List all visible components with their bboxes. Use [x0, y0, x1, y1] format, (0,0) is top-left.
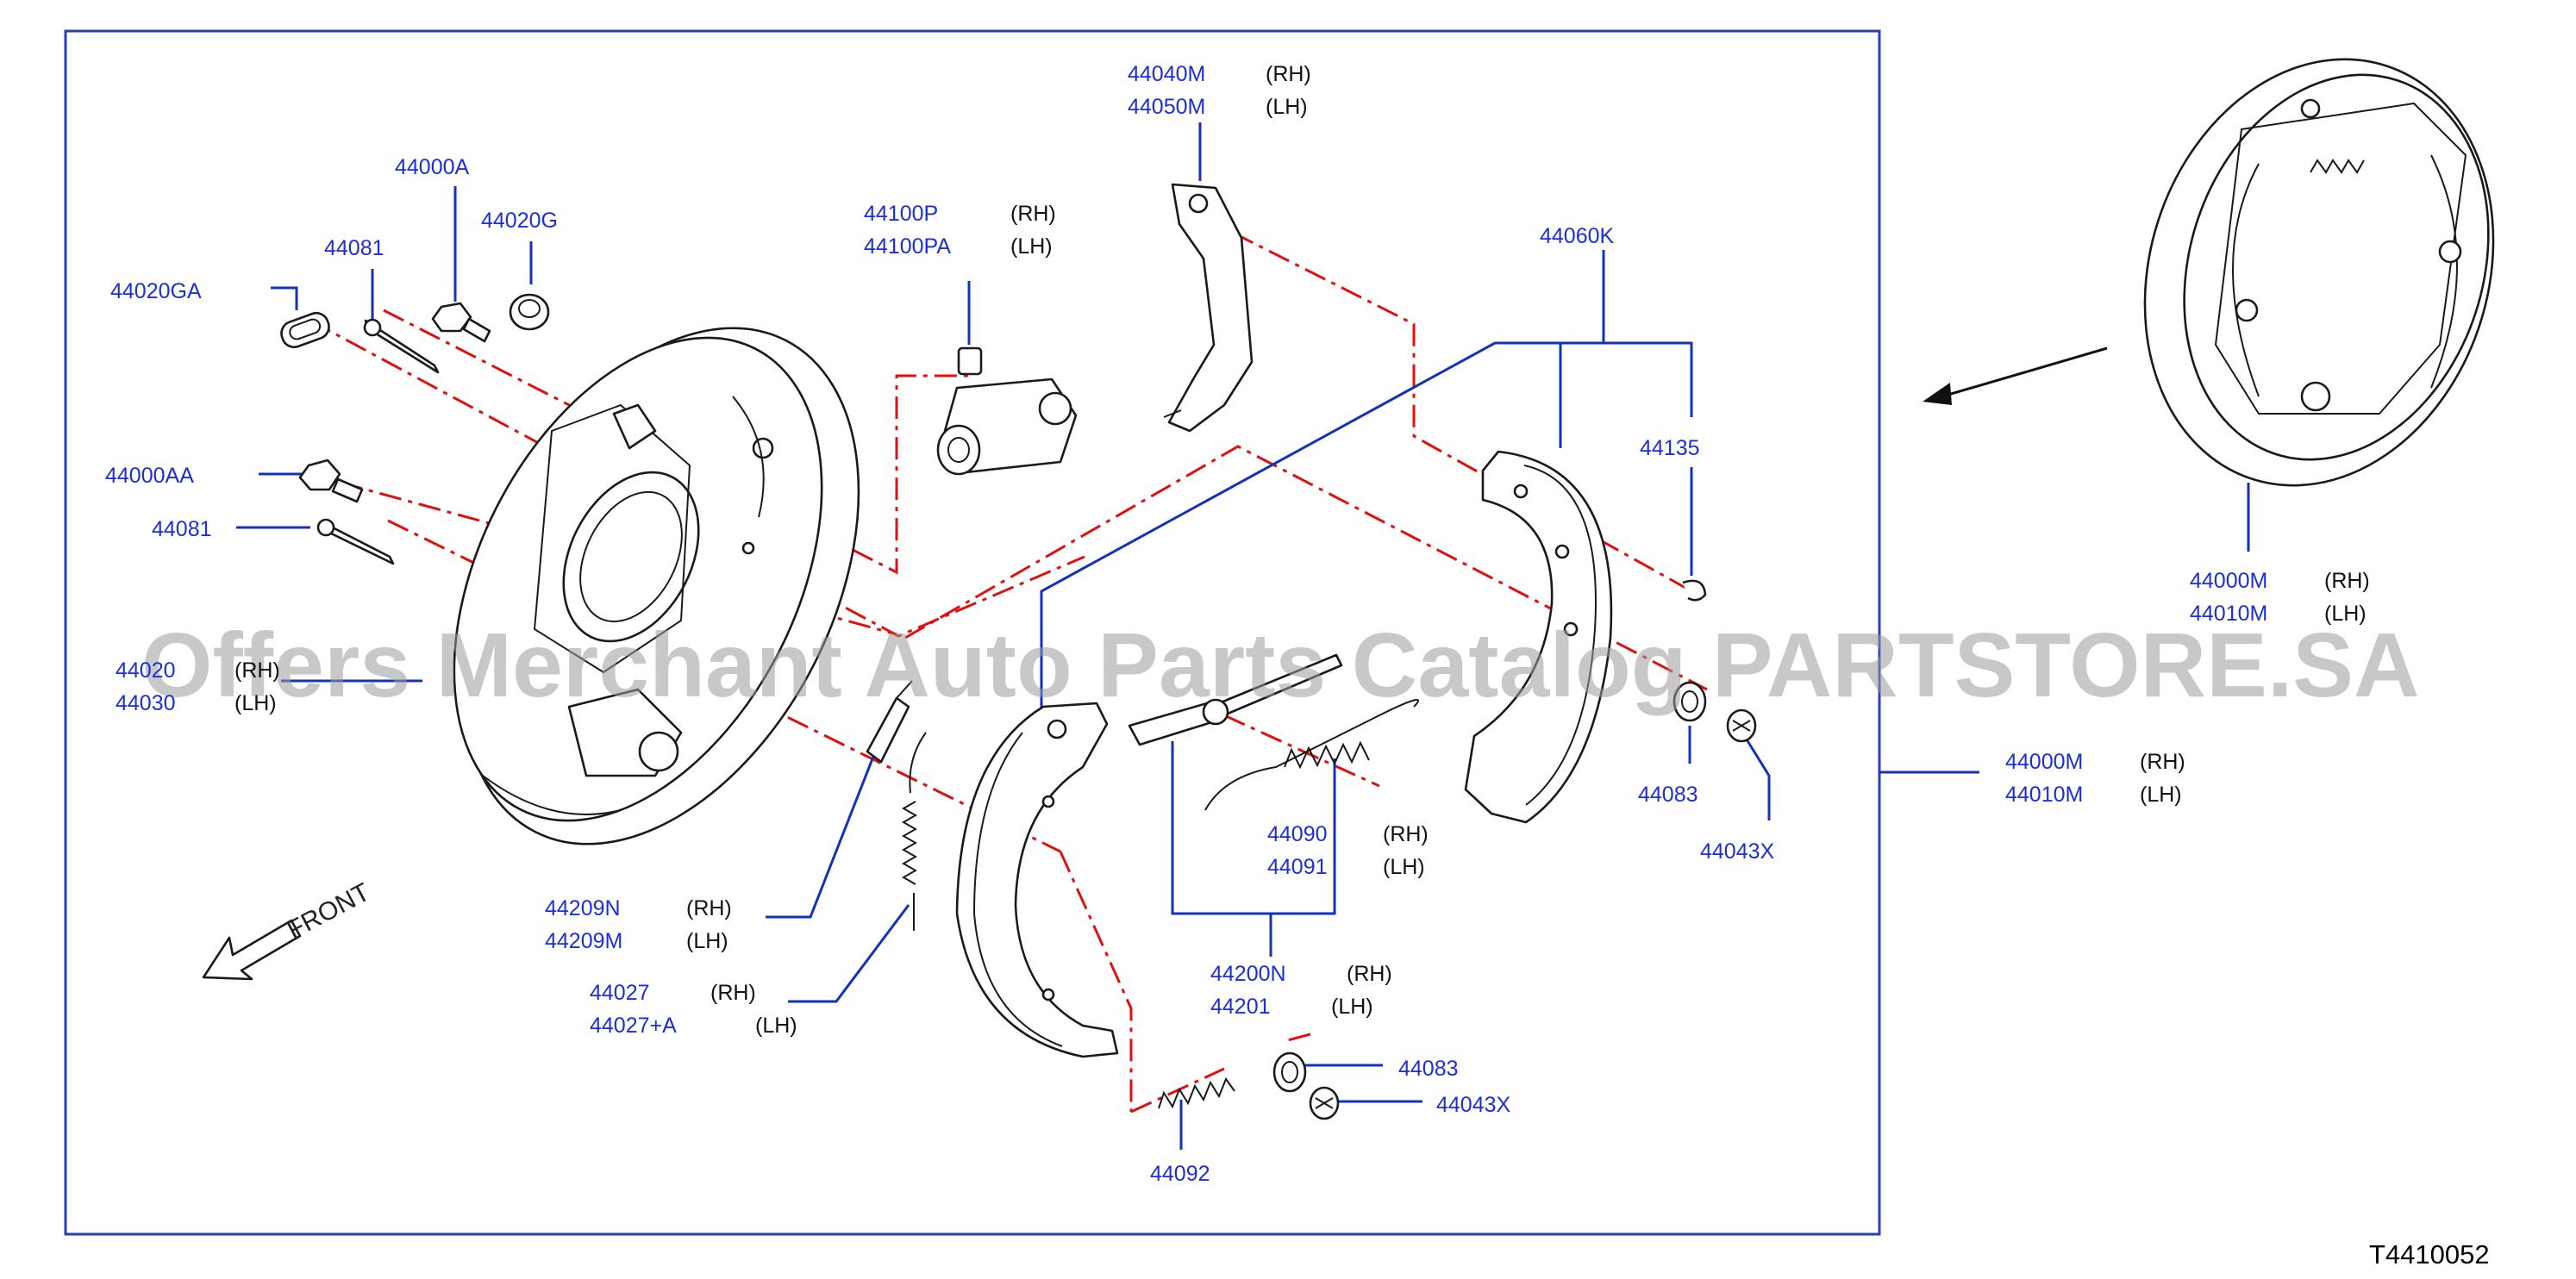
part-number-44092[interactable]: 44092 — [1150, 1162, 1210, 1186]
part-number-44060k[interactable]: 44060K — [1540, 224, 1615, 248]
part-number-44081-top[interactable]: 44081 — [324, 236, 385, 260]
brake-shoe-left-drawing — [955, 702, 1119, 1058]
part-number-44000m-assembly[interactable]: 44000M — [2005, 750, 2083, 774]
front-direction-arrow-icon — [202, 919, 302, 981]
part-number-44091[interactable]: 44091 — [1267, 855, 1328, 879]
part-number-44043x-right[interactable]: 44043X — [1700, 839, 1775, 864]
part-number-44030[interactable]: 44030 — [116, 691, 176, 715]
side-44200n: (RH) — [1347, 962, 1392, 986]
part-number-44010m-assembly[interactable]: 44010M — [2005, 783, 2083, 807]
part-number-44100pa[interactable]: 44100PA — [864, 234, 951, 259]
diagram-frame — [64, 29, 1881, 1236]
part-number-44200n[interactable]: 44200N — [1210, 962, 1286, 986]
part-number-44040m[interactable]: 44040M — [1128, 62, 1205, 86]
side-44027a: (LH) — [755, 1014, 797, 1038]
part-number-44000a[interactable]: 44000A — [395, 155, 470, 179]
part-number-44100p[interactable]: 44100P — [864, 202, 938, 226]
side-44050m: (LH) — [1266, 95, 1308, 119]
backing-plate-drawing — [453, 327, 860, 845]
front-label: FRONT — [283, 878, 375, 945]
part-number-44020[interactable]: 44020 — [116, 658, 176, 683]
part-number-44135[interactable]: 44135 — [1640, 436, 1700, 460]
part-number-44020ga[interactable]: 44020GA — [110, 279, 202, 303]
spring-44083-right-drawing — [1673, 681, 1707, 722]
part-number-44209m[interactable]: 44209M — [545, 929, 622, 953]
brake-shoe-right-drawing — [1464, 450, 1613, 824]
cap-44020g-drawing — [509, 293, 550, 331]
reference-code: T4410052 — [2369, 1239, 2490, 1270]
side-44000m-assembly: (RH) — [2140, 750, 2185, 774]
side-44091: (LH) — [1383, 855, 1425, 879]
part-number-44083-right[interactable]: 44083 — [1638, 783, 1698, 807]
clip-44135-drawing — [1682, 579, 1707, 602]
side-44209n: (RH) — [686, 896, 732, 920]
part-number-44000m-inset[interactable]: 44000M — [2190, 569, 2267, 593]
spring-44092-drawing — [1158, 1076, 1235, 1109]
side-44090: (RH) — [1383, 822, 1429, 846]
part-number-44043x-bottom[interactable]: 44043X — [1436, 1093, 1511, 1117]
side-44100p: (RH) — [1010, 202, 1056, 226]
part-number-44050m[interactable]: 44050M — [1128, 95, 1205, 119]
part-number-44081-mid[interactable]: 44081 — [152, 517, 212, 541]
bolt-44081-mid-drawing — [316, 518, 395, 565]
wheel-cylinder-drawing — [936, 346, 1078, 476]
assembled-brake-inset-drawing — [2143, 58, 2495, 487]
part-number-44000aa[interactable]: 44000AA — [105, 464, 194, 488]
part-number-44010m-inset[interactable]: 44010M — [2190, 602, 2267, 626]
part-number-44201[interactable]: 44201 — [1210, 995, 1271, 1019]
side-44020: (RH) — [234, 658, 280, 683]
side-44040m: (RH) — [1266, 62, 1311, 86]
side-44027: (RH) — [710, 981, 756, 1005]
spring-44027-drawing — [901, 732, 927, 931]
part-number-44090[interactable]: 44090 — [1267, 822, 1328, 846]
side-44030: (LH) — [234, 691, 277, 715]
side-44010m-inset: (LH) — [2324, 602, 2367, 626]
part-number-44083-bottom[interactable]: 44083 — [1398, 1057, 1459, 1081]
spring-44083-bottom-drawing — [1272, 1051, 1307, 1093]
watermark: Offers Merchant Auto Parts Catalog PARTS… — [141, 615, 2420, 716]
cap-44043x-bottom-drawing — [1309, 1086, 1340, 1120]
side-44209m: (LH) — [686, 929, 728, 953]
side-44010m-assembly: (LH) — [2140, 783, 2182, 807]
cap-44043x-right-drawing — [1726, 708, 1757, 743]
part-number-44027a[interactable]: 44027+A — [590, 1014, 677, 1038]
inset-arrow — [1923, 346, 2108, 405]
adjuster-strut-drawing — [1128, 653, 1343, 746]
leader-lines — [236, 122, 2250, 1150]
part-number-44209n[interactable]: 44209N — [545, 896, 621, 920]
strut-44209n-drawing — [866, 680, 913, 764]
grommet-44020ga-drawing — [280, 311, 330, 349]
side-44201: (LH) — [1331, 995, 1373, 1019]
side-44000m-inset: (RH) — [2324, 569, 2370, 593]
bolt-44000aa-drawing — [298, 459, 364, 503]
bolt-44081-top-drawing — [363, 318, 440, 374]
bolt-44000a-drawing — [431, 302, 491, 343]
spring-44090-drawing — [1204, 699, 1419, 811]
part-number-44027[interactable]: 44027 — [590, 981, 650, 1005]
side-44100pa: (LH) — [1010, 234, 1053, 259]
part-number-44020g[interactable]: 44020G — [481, 209, 558, 233]
lever-44040m-drawing — [1163, 183, 1254, 433]
